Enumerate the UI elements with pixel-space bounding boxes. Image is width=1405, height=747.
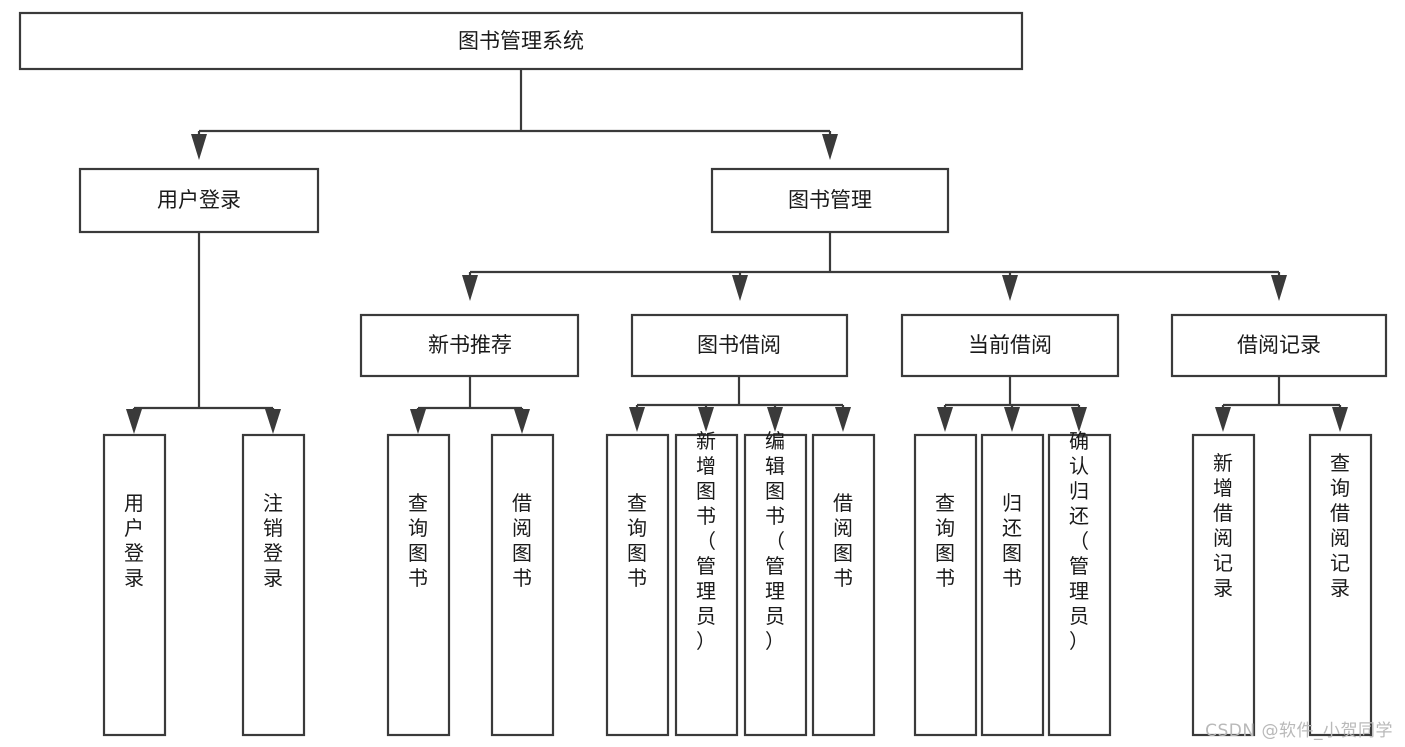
node-new-book-recommend-box[interactable] (359, 313, 580, 378)
leaf-node-add-book-label: 新增图书（管理员） (696, 429, 716, 653)
leaf-node-confirm-return-label: 确认归还（管理员） (1069, 429, 1089, 653)
leaf-node-logout-label: 注销登录 (263, 491, 283, 590)
arrow-icon-leaf-11 (1071, 407, 1087, 432)
leaf-node-query-borrow-record-box[interactable] (1308, 433, 1373, 737)
node-book-borrow-label: 图书借阅 (697, 333, 781, 357)
node-user-login[interactable]: 用户登录 (78, 167, 320, 234)
leaf-node-query-book-2-label: 查询图书 (627, 491, 647, 590)
leaf-node-query-borrow-record[interactable]: 查询借阅记录 (1308, 433, 1373, 737)
arrow-icon-leaf-3 (410, 409, 426, 434)
leaf-node-query-book-2[interactable]: 查询图书 (605, 433, 670, 737)
node-borrow-record[interactable]: 借阅记录 (1170, 313, 1388, 378)
node-root-box[interactable] (18, 11, 1024, 71)
leaf-node-query-book-3-box[interactable] (913, 433, 978, 737)
arrow-icon-leaf-1 (126, 409, 142, 434)
connector-borrow-record-bus (1221, 376, 1342, 428)
leaf-node-user-login-label: 用户登录 (124, 491, 144, 590)
arrow-icon-user-login (191, 134, 207, 160)
arrow-head-layer (126, 134, 1348, 434)
connector-book-borrow-bus (635, 376, 845, 428)
leaf-node-query-book-1-box[interactable] (386, 433, 451, 737)
leaf-node-add-borrow-record[interactable]: 新增借阅记录 (1191, 433, 1256, 737)
arrow-icon-leaf-6 (698, 407, 714, 432)
arrow-icon-leaf-9 (937, 407, 953, 432)
node-current-borrow-label: 当前借阅 (968, 333, 1052, 357)
arrow-icon-book-manage (822, 134, 838, 160)
leaf-node-query-book-3[interactable]: 查询图书 (913, 433, 978, 737)
connector-book-manage-bus (468, 233, 1281, 294)
leaf-node-return-book-label: 归还图书 (1002, 491, 1022, 590)
leaf-node-add-borrow-record-box[interactable] (1191, 433, 1256, 737)
leaf-node-query-book-3-label: 查询图书 (935, 491, 955, 590)
leaf-node-borrow-book-2-label: 借阅图书 (833, 491, 853, 590)
arrow-icon-leaf-8 (835, 407, 851, 432)
leaf-node-borrow-book-2-box[interactable] (811, 433, 876, 737)
leaf-node-confirm-return-box[interactable] (1047, 433, 1112, 737)
node-borrow-record-box[interactable] (1170, 313, 1388, 378)
arrow-icon-current-borrow (1002, 275, 1018, 301)
arrow-icon-book-borrow (732, 275, 748, 301)
leaf-node-logout[interactable]: 注销登录 (241, 433, 306, 737)
leaf-node-add-book[interactable]: 新增图书（管理员） (674, 429, 739, 737)
leaf-node-borrow-book-1[interactable]: 借阅图书 (490, 433, 555, 737)
arrow-icon-leaf-4 (514, 409, 530, 434)
connector-new-book-bus (416, 376, 524, 428)
leaf-node-edit-book[interactable]: 编辑图书（管理员） (743, 429, 808, 737)
node-new-book-recommend[interactable]: 新书推荐 (359, 313, 580, 378)
node-book-borrow-box[interactable] (630, 313, 849, 378)
leaf-node-return-book[interactable]: 归还图书 (980, 433, 1045, 737)
leaf-node-return-book-box[interactable] (980, 433, 1045, 737)
leaf-node-query-book-1[interactable]: 查询图书 (386, 433, 451, 737)
arrow-icon-borrow-record (1271, 275, 1287, 301)
connector-root-bus (197, 70, 832, 152)
node-book-manage-label: 图书管理 (788, 188, 872, 212)
arrow-icon-leaf-12 (1215, 407, 1231, 432)
node-book-manage[interactable]: 图书管理 (710, 167, 950, 234)
leaf-node-add-borrow-record-label: 新增借阅记录 (1213, 451, 1233, 600)
leaf-node-borrow-book-1-label: 借阅图书 (512, 491, 532, 590)
leaf-node-confirm-return[interactable]: 确认归还（管理员） (1047, 429, 1112, 737)
leaf-node-borrow-book-2[interactable]: 借阅图书 (811, 433, 876, 737)
node-root[interactable]: 图书管理系统 (18, 11, 1024, 71)
connector-user-login-bus (132, 233, 275, 428)
leaf-node-edit-book-box[interactable] (743, 433, 808, 737)
leaf-node-borrow-book-1-box[interactable] (490, 433, 555, 737)
leaf-node-user-login[interactable]: 用户登录 (102, 433, 167, 737)
node-book-manage-box[interactable] (710, 167, 950, 234)
leaf-node-add-book-box[interactable] (674, 433, 739, 737)
node-borrow-record-label: 借阅记录 (1237, 333, 1321, 357)
arrow-icon-leaf-10 (1004, 407, 1020, 432)
node-current-borrow-box[interactable] (900, 313, 1120, 378)
arrow-icon-leaf-5 (629, 407, 645, 432)
node-user-login-box[interactable] (78, 167, 320, 234)
leaf-node-user-login-box[interactable] (102, 433, 167, 737)
leaf-node-query-book-2-box[interactable] (605, 433, 670, 737)
node-new-book-recommend-label: 新书推荐 (428, 333, 512, 357)
leaf-node-query-borrow-record-label: 查询借阅记录 (1330, 451, 1350, 600)
arrow-icon-new-book (462, 275, 478, 301)
node-root-label: 图书管理系统 (458, 29, 584, 53)
leaf-node-edit-book-label: 编辑图书（管理员） (765, 429, 785, 653)
node-current-borrow[interactable]: 当前借阅 (900, 313, 1120, 378)
node-book-borrow[interactable]: 图书借阅 (630, 313, 849, 378)
arrow-icon-leaf-2 (265, 409, 281, 434)
arrow-icon-leaf-13 (1332, 407, 1348, 432)
leaf-node-query-book-1-label: 查询图书 (408, 491, 428, 590)
leaf-node-logout-box[interactable] (241, 433, 306, 737)
node-user-login-label: 用户登录 (157, 188, 241, 212)
arrow-icon-leaf-7 (767, 407, 783, 432)
